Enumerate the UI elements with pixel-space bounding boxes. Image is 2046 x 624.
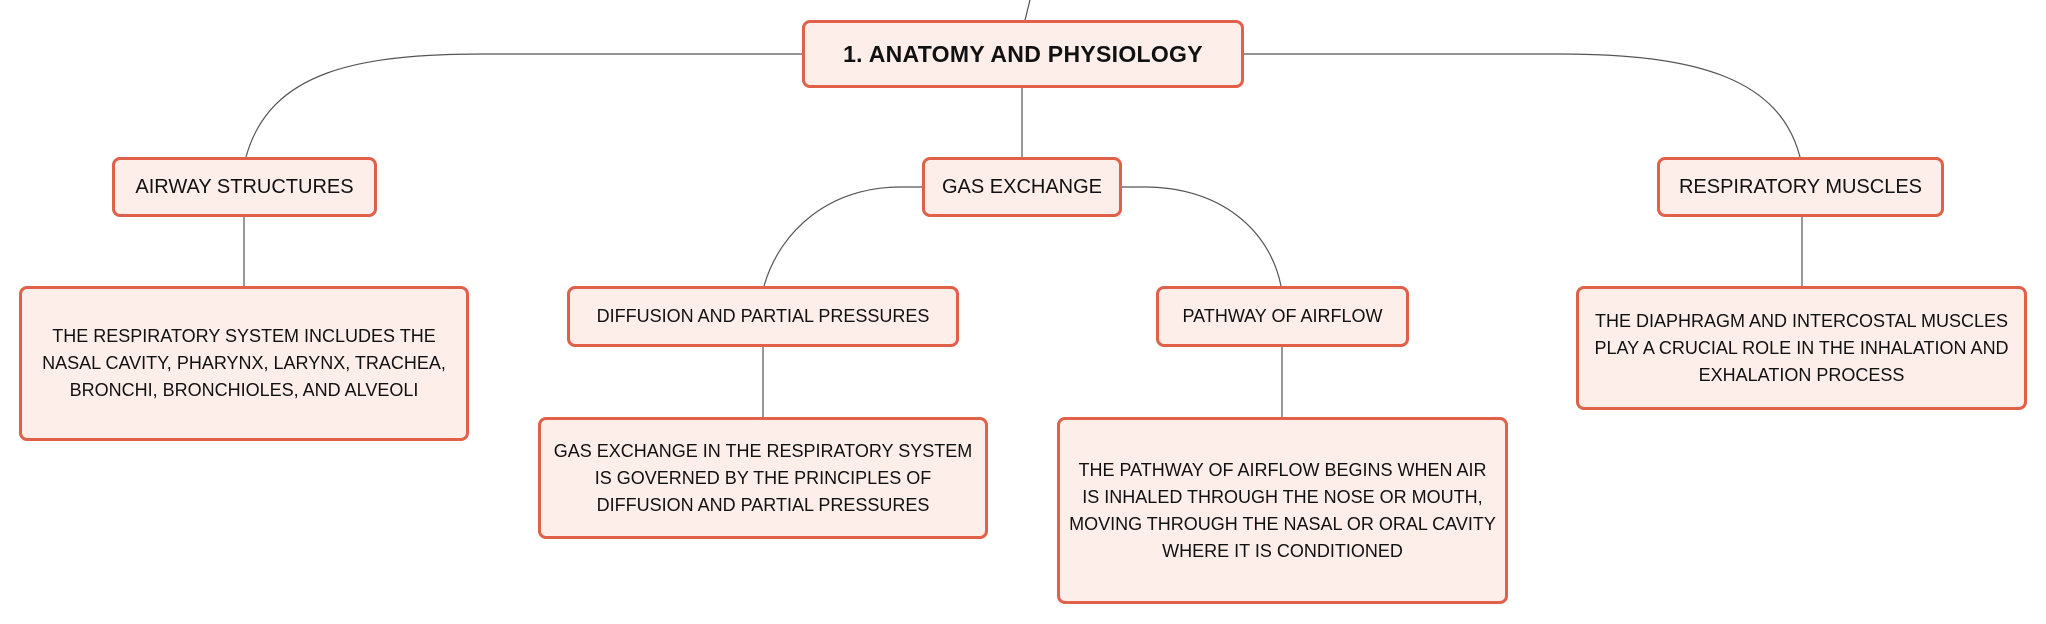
- airway-structures-detail-node[interactable]: THE RESPIRATORY SYSTEM INCLUDES THE NASA…: [19, 286, 469, 441]
- connector-gas-diffusion: [763, 186, 922, 287]
- root-topic-node[interactable]: 1. ANATOMY AND PHYSIOLOGY: [802, 20, 1244, 88]
- respiratory-muscles-detail-text: THE DIAPHRAGM AND INTERCOSTAL MUSCLES PL…: [1594, 310, 2009, 385]
- airway-structures-node[interactable]: AIRWAY STRUCTURES: [112, 157, 377, 217]
- pathway-of-airflow-node[interactable]: PATHWAY OF AIRFLOW: [1156, 286, 1409, 347]
- connector-gas-airflow: [1122, 186, 1282, 287]
- airway-structures-label: AIRWAY STRUCTURES: [135, 175, 354, 198]
- airway-structures-detail-text: THE RESPIRATORY SYSTEM INCLUDES THE NASA…: [42, 326, 446, 400]
- pathway-of-airflow-detail-text: THE PATHWAY OF AIRFLOW BEGINS WHEN AIR I…: [1069, 459, 1496, 561]
- diffusion-partial-pressures-label: DIFFUSION AND PARTIAL PRESSURES: [596, 306, 930, 326]
- connector-root-muscles: [1244, 53, 1801, 158]
- diffusion-detail-text: GAS EXCHANGE IN THE RESPIRATORY SYSTEM I…: [553, 440, 973, 515]
- pathway-of-airflow-label: PATHWAY OF AIRFLOW: [1182, 306, 1383, 326]
- pathway-of-airflow-detail-node[interactable]: THE PATHWAY OF AIRFLOW BEGINS WHEN AIR I…: [1057, 417, 1508, 604]
- gas-exchange-node[interactable]: GAS EXCHANGE: [922, 157, 1122, 217]
- root-topic-label: 1. ANATOMY AND PHYSIOLOGY: [843, 40, 1203, 67]
- respiratory-muscles-node[interactable]: RESPIRATORY MUSCLES: [1657, 157, 1944, 217]
- connector-root-airway: [245, 53, 802, 158]
- respiratory-muscles-detail-node[interactable]: THE DIAPHRAGM AND INTERCOSTAL MUSCLES PL…: [1576, 286, 2027, 410]
- diffusion-detail-node[interactable]: GAS EXCHANGE IN THE RESPIRATORY SYSTEM I…: [538, 417, 988, 539]
- diffusion-partial-pressures-node[interactable]: DIFFUSION AND PARTIAL PRESSURES: [567, 286, 959, 347]
- gas-exchange-label: GAS EXCHANGE: [941, 175, 1103, 198]
- respiratory-muscles-label: RESPIRATORY MUSCLES: [1678, 175, 1923, 198]
- connector-incoming: [1024, 0, 1031, 21]
